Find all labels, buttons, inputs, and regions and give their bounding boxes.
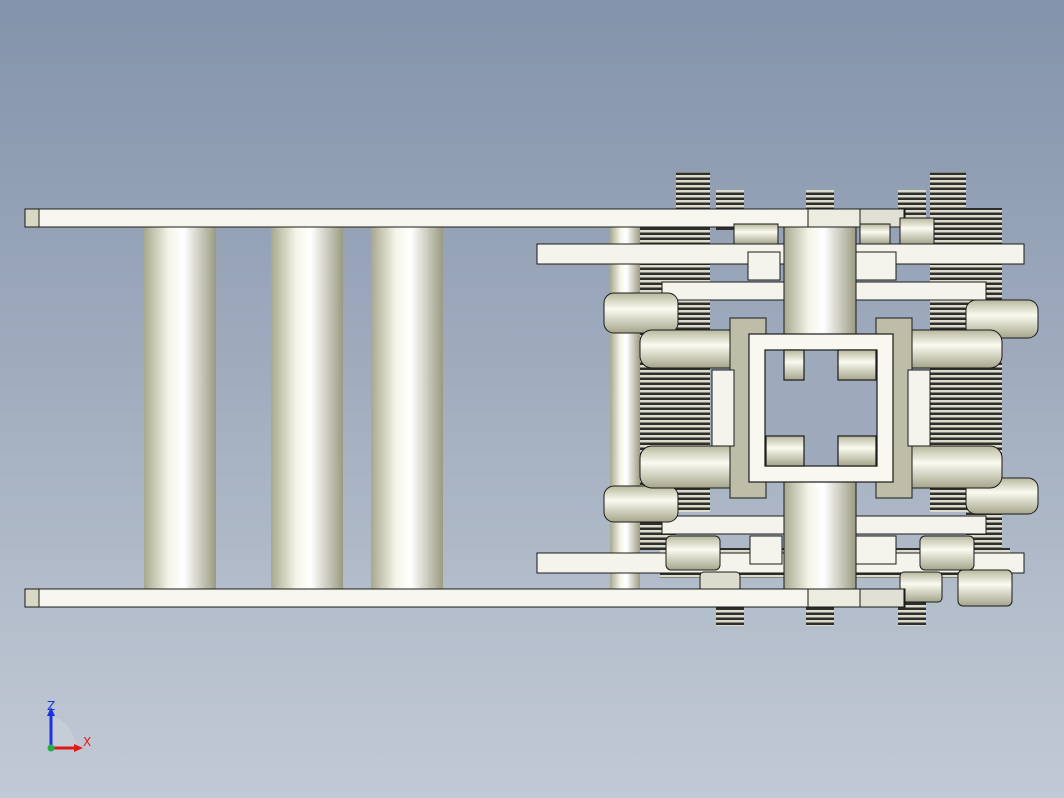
support-post <box>610 226 640 590</box>
triad-plane <box>51 716 77 748</box>
side-link <box>603 292 679 334</box>
square-frame <box>748 333 894 483</box>
bolt-head <box>747 251 781 281</box>
triad-origin <box>47 744 55 752</box>
nut <box>899 571 943 603</box>
side-links <box>603 292 1039 523</box>
bolt-head <box>853 251 897 281</box>
bottom-rail-end <box>24 588 40 608</box>
support-post <box>144 226 216 590</box>
x-axis-label: X <box>83 735 91 749</box>
bottom-rail-clamp <box>859 588 905 608</box>
support-posts <box>144 226 640 590</box>
nut <box>919 535 975 571</box>
bolt <box>899 217 935 245</box>
z-axis-arrow <box>47 707 55 716</box>
top-rail-end <box>24 208 40 228</box>
bracket <box>711 369 735 447</box>
support-post <box>271 226 343 590</box>
support-post <box>371 226 443 590</box>
rail-bolts <box>733 217 935 245</box>
bracket <box>907 369 931 447</box>
bottom-rail <box>24 588 906 608</box>
top-rail-clamp <box>807 208 861 228</box>
bolt-head <box>749 535 783 565</box>
side-link <box>965 299 1039 339</box>
nut <box>957 569 1013 607</box>
x-axis-arrow <box>74 744 83 752</box>
z-axis-label: Z <box>47 699 55 713</box>
nuts <box>665 535 1013 607</box>
bolt-head <box>853 535 897 565</box>
nut <box>665 535 721 571</box>
rails <box>24 208 906 608</box>
bolt <box>733 223 779 245</box>
side-link <box>603 485 679 523</box>
orientation-triad: Z X <box>40 696 100 756</box>
bottom-rail-clamp <box>807 588 861 608</box>
bolt <box>859 223 891 245</box>
